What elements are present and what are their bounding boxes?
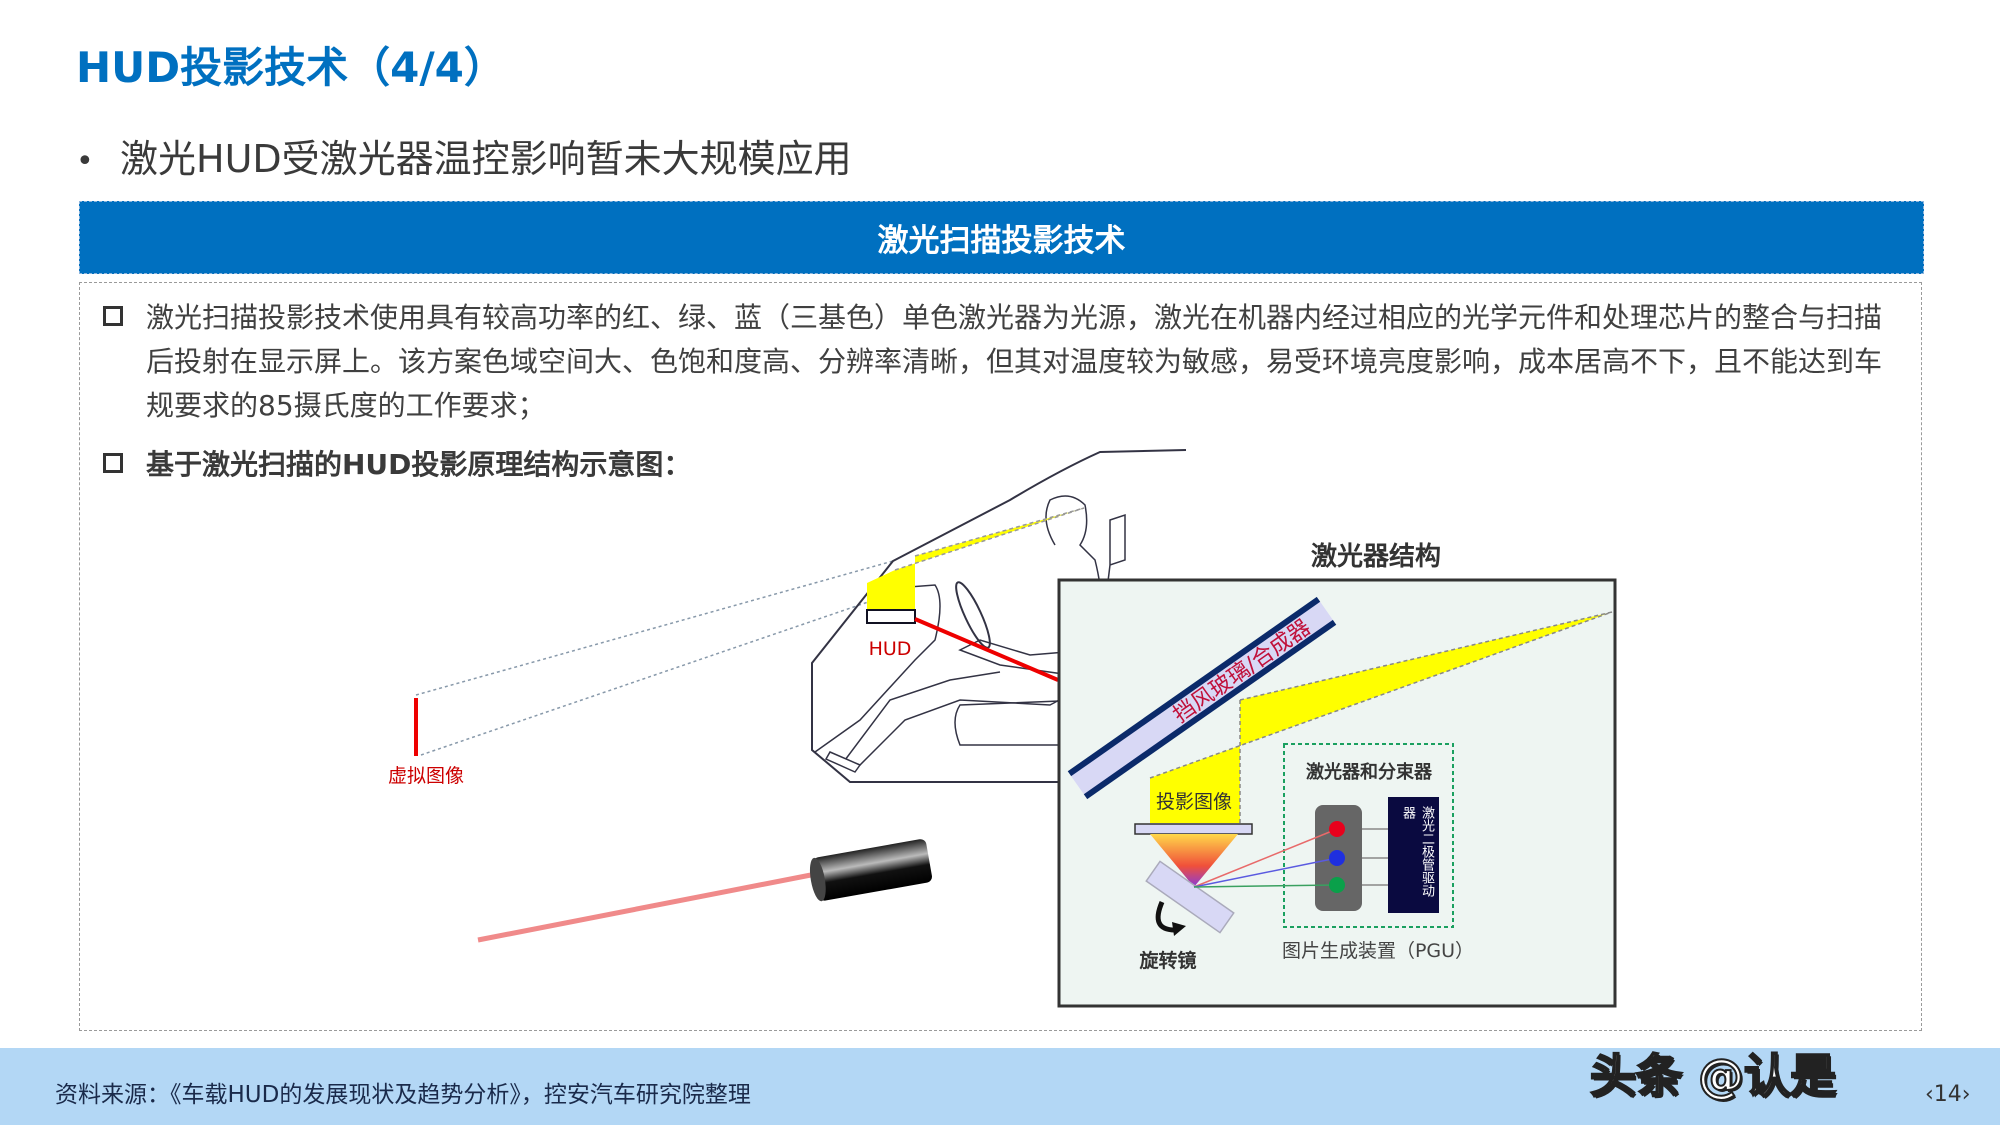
hud-label: HUD xyxy=(869,638,912,660)
blue-ray xyxy=(1193,857,1338,888)
checkbox-bullet-icon xyxy=(103,453,123,473)
hud-unit xyxy=(866,609,916,624)
laser-splitter-box xyxy=(1283,743,1454,928)
hud-light-beam xyxy=(867,508,1084,610)
sightline-lower xyxy=(420,586,913,756)
page-number: ‹14› xyxy=(1925,1082,1971,1107)
pedal xyxy=(824,751,862,773)
lens-plate xyxy=(1134,823,1253,835)
green-laser-icon xyxy=(1329,877,1345,893)
laser-structure-title: 激光器结构 xyxy=(1311,541,1441,572)
rotation-arrow-head-icon xyxy=(1172,922,1186,936)
watermark: 头条 @认是 xyxy=(1589,1048,1837,1104)
red-laser-icon xyxy=(1329,821,1345,837)
laser-cylinder-icon xyxy=(809,839,932,902)
steering-wheel xyxy=(955,581,991,649)
diagram-heading: 基于激光扫描的HUD投影原理结构示意图： xyxy=(146,448,692,481)
car-outline xyxy=(811,449,1187,783)
content-box xyxy=(79,282,1922,1031)
footer-bar xyxy=(0,1048,2000,1125)
rotation-arrow-icon xyxy=(1155,901,1176,933)
laser-driver xyxy=(1388,797,1439,913)
pgu-label: 图片生成装置（PGU） xyxy=(1282,940,1474,962)
section-banner: 激光扫描投影技术 xyxy=(79,201,1924,274)
bullet-point: • 激光HUD受激光器温控影响暂未大规模应用 xyxy=(76,128,852,183)
source-note: 资料来源：《车载HUD的发展现状及趋势分析》，控安汽车研究院整理 xyxy=(55,1082,751,1108)
laser-driver-label: 激光二极管驱动器 xyxy=(1400,806,1434,897)
bullet-text: 激光HUD受激光器温控影响暂未大规模应用 xyxy=(120,137,852,181)
light-cone xyxy=(1150,834,1238,887)
rotating-mirror-label: 旋转镜 xyxy=(1138,949,1196,972)
checkbox-bullet-icon xyxy=(103,306,123,326)
description-paragraph: 激光扫描投影技术使用具有较高功率的红、绿、蓝（三基色）单色激光器为光源，激光在机… xyxy=(146,301,1883,422)
page-title: HUD投影技术（4/4） xyxy=(76,43,506,92)
red-ray xyxy=(1193,828,1338,888)
green-ray xyxy=(1193,884,1338,888)
blue-laser-icon xyxy=(1329,850,1345,866)
projection-beam xyxy=(1150,612,1612,823)
projected-image-label: 投影图像 xyxy=(1156,791,1232,813)
bullet-dot-icon: • xyxy=(76,144,94,179)
laser-beam xyxy=(477,871,817,943)
sightline-upper xyxy=(415,560,894,696)
virtual-image-label: 虚拟图像 xyxy=(388,765,464,787)
dashboard-outline xyxy=(814,584,941,753)
laser-splitter-label: 激光器和分束器 xyxy=(1306,761,1433,783)
hud-callout-line xyxy=(914,617,1059,682)
